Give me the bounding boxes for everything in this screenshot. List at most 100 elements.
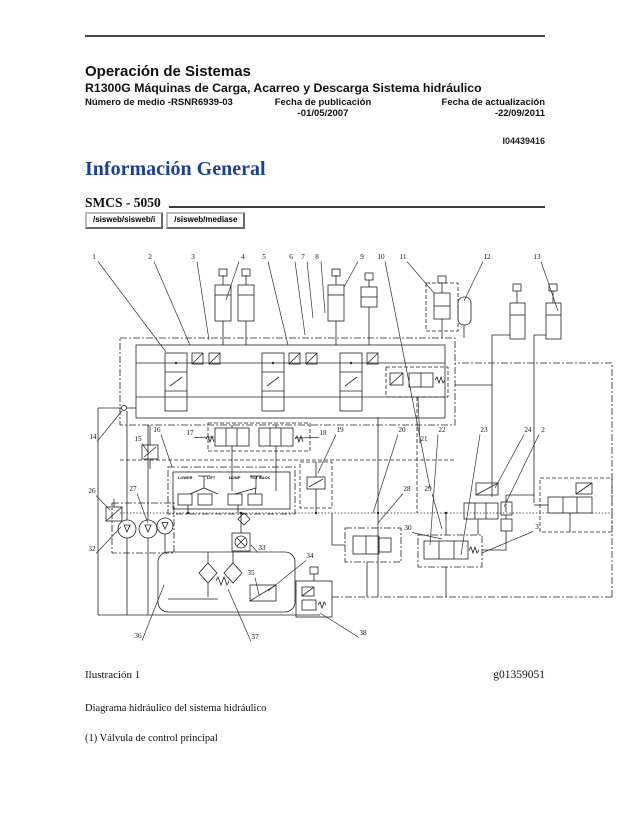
- media-number: Número de medio -RSNR6939-03: [85, 96, 233, 108]
- smcs-row: SMCS - 5050: [85, 195, 545, 211]
- figure-graphic-id: g01359051: [493, 668, 545, 681]
- callout-number-16: 16: [153, 426, 161, 434]
- console-label-lower: LOWER: [178, 475, 193, 480]
- callout-leader-3: [196, 261, 210, 340]
- page-title: Información General: [85, 157, 266, 180]
- callout-leader-14: [96, 410, 123, 442]
- callout-leader-9: [343, 260, 359, 287]
- callout-number-7: 7: [301, 253, 305, 261]
- callout-leader-33: [250, 544, 259, 553]
- figure-legend-item-1: (1) Válvula de control principal: [85, 732, 218, 744]
- callout-leader-28: [377, 492, 404, 523]
- callout-number-8: 8: [315, 253, 319, 261]
- section-title: Operación de Sistemas: [85, 63, 251, 80]
- callout-number-33: 33: [258, 544, 266, 552]
- callout-leader-36: [141, 584, 165, 641]
- figure-caption: Ilustración 1: [85, 668, 141, 681]
- smcs-rule: [168, 205, 545, 208]
- document-subtitle: R1300G Máquinas de Carga, Acarreo y Desc…: [85, 80, 482, 95]
- callout-number-27: 27: [129, 485, 137, 493]
- callout-leader-38: [319, 612, 360, 638]
- callout-leader-6: [294, 261, 306, 335]
- callout-leader-24: [494, 433, 525, 488]
- callout-number-10: 10: [377, 253, 385, 261]
- callout-leader-7: [306, 261, 314, 318]
- callout-leader-27: [136, 492, 149, 523]
- callout-number-32: 32: [88, 545, 96, 553]
- top-rule: [85, 35, 545, 37]
- callout-leader-18: [294, 436, 320, 438]
- figure-caption-row: Ilustración 1 g01359051: [85, 669, 545, 681]
- callout-number-13: 13: [533, 253, 541, 261]
- callout-leader-23: [460, 434, 481, 555]
- hydraulic-schematic: LOWER LIFT DUMP TILT BACK 12345678910111…: [88, 253, 613, 642]
- callout-leader-19: [317, 433, 337, 473]
- callout-number-35: 35: [247, 569, 255, 577]
- callout-leader-29: [431, 492, 443, 529]
- callout-number-6: 6: [289, 253, 293, 261]
- callout-number-28: 28: [403, 485, 411, 493]
- callout-number-20: 20: [398, 426, 406, 434]
- callout-leader-4: [225, 260, 240, 300]
- callout-leader-17: [193, 436, 215, 438]
- callout-number-15: 15: [134, 435, 142, 443]
- callout-leader-11: [406, 260, 435, 293]
- callout-number-18: 18: [319, 429, 327, 437]
- callout-leader-21: [417, 396, 421, 444]
- tab-sisweb-path-2[interactable]: /sisweb/mediase: [166, 211, 246, 229]
- callout-number-22: 22: [438, 426, 446, 434]
- document-meta: Número de medio -RSNR6939-03 Fecha de pu…: [85, 96, 545, 120]
- callout-number-5: 5: [262, 253, 266, 261]
- callout-leader-20: [372, 433, 399, 513]
- callout-number-26: 26: [88, 487, 96, 495]
- callout-number-1: 1: [92, 253, 96, 261]
- callout-number-14: 14: [89, 433, 97, 441]
- callout-leader-8: [320, 261, 326, 313]
- callout-leader-16: [160, 433, 173, 467]
- callout-number-17: 17: [186, 429, 194, 437]
- callout-number-24: 24: [524, 426, 532, 434]
- callout-leader-35: [254, 577, 260, 595]
- callout-number-3: 3: [535, 523, 539, 531]
- callout-leader-22: [429, 434, 439, 545]
- update-date: Fecha de actualización -22/09/2011: [393, 96, 545, 120]
- callout-leader-13: [540, 260, 559, 311]
- console-label-lift: LIFT: [207, 475, 216, 480]
- callout-number-21: 21: [420, 435, 428, 443]
- document-id: I04439416: [502, 135, 545, 146]
- callout-leader-37: [227, 588, 252, 642]
- callout-number-19: 19: [336, 426, 344, 434]
- callout-number-11: 11: [400, 253, 407, 261]
- callout-number-23: 23: [480, 426, 488, 434]
- callout-number-2: 2: [148, 253, 152, 261]
- publication-date: Fecha de publicación -01/05/2007: [253, 96, 393, 120]
- update-date-label: Fecha de actualización: [441, 96, 545, 108]
- console-label-dump: DUMP: [229, 475, 241, 480]
- callout-number-2: 2: [541, 426, 545, 434]
- update-date-value: -22/09/2011: [494, 107, 545, 119]
- path-tabs: /sisweb/sisweb/i /sisweb/mediase: [85, 211, 545, 229]
- publication-date-label: Fecha de publicación: [274, 96, 372, 108]
- callout-number-34: 34: [306, 552, 314, 560]
- tab-sisweb-path-1[interactable]: /sisweb/sisweb/i: [85, 211, 164, 229]
- schematic-linework: [97, 268, 613, 617]
- figure-description: Diagrama hidráulico del sistema hidráuli…: [85, 702, 267, 714]
- callout-number-36: 36: [134, 632, 142, 640]
- callout-number-12: 12: [483, 253, 491, 261]
- callout-leader-3: [481, 530, 534, 553]
- callout-leader-34: [267, 559, 307, 591]
- callout-number-37: 37: [251, 633, 259, 641]
- callout-leader-2: [503, 433, 540, 507]
- callout-leader-12: [463, 260, 484, 301]
- callout-number-30: 30: [404, 524, 412, 532]
- callout-number-3: 3: [191, 253, 195, 261]
- callout-leader-1: [97, 260, 167, 352]
- console-label-tilt-back: TILT BACK: [250, 475, 270, 480]
- smcs-code: SMCS - 5050: [85, 194, 161, 210]
- callout-number-29: 29: [424, 485, 432, 493]
- callout-leader-30: [411, 531, 443, 539]
- callout-leader-5: [267, 261, 289, 345]
- callout-leader-15: [141, 442, 149, 452]
